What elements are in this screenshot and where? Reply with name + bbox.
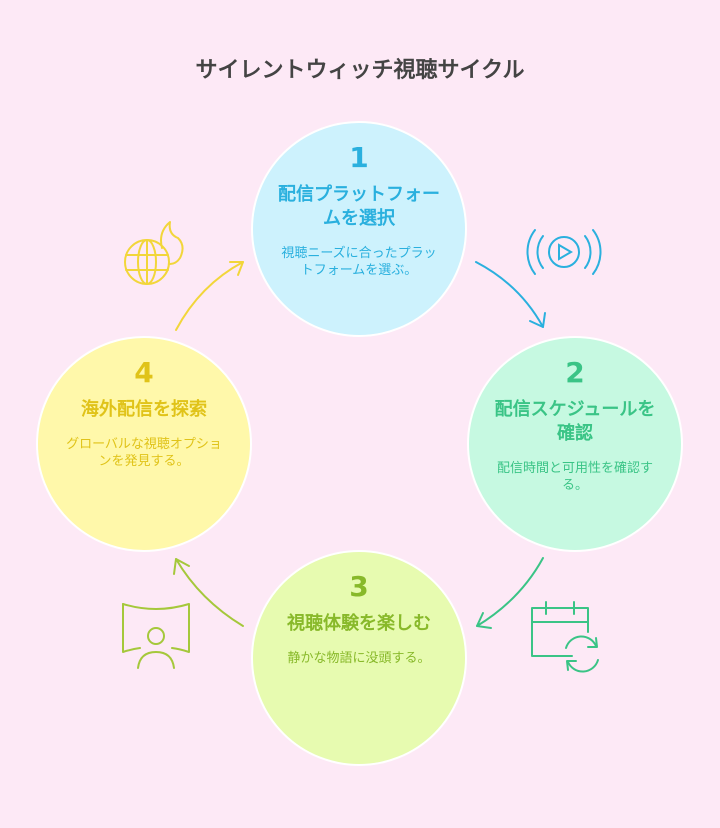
play-signal-icon (526, 229, 602, 275)
step-4-heading: 海外配信を探索 (81, 399, 207, 420)
step-2-description: 配信時間と可用性を確認する。 (496, 461, 653, 493)
globe-fire-icon (124, 221, 184, 285)
step-1-circle: 1 配信プラットフォームを選択 視聴ニーズに合ったプラットフォームを選ぶ。 (251, 121, 467, 337)
step-4-description: グローバルな視聴オプションを発見する。 (66, 437, 222, 469)
step-4-circle: 4 海外配信を探索 グローバルな視聴オプションを発見する。 (36, 336, 252, 552)
step-1-description: 視聴ニーズに合ったプラットフォームを選ぶ。 (281, 246, 437, 278)
step-2-circle: 2 配信スケジュールを確認 配信時間と可用性を確認する。 (467, 336, 683, 552)
step-3-number: 3 (349, 570, 369, 603)
step-4-number: 4 (134, 356, 154, 389)
arrow-4-to-1 (175, 261, 244, 331)
arrow-3-to-4 (173, 558, 244, 627)
step-1-heading: 配信プラットフォームを選択 (278, 184, 440, 229)
page-title: サイレントウィッチ視聴サイクル (195, 58, 525, 83)
step-3-description: 静かな物語に没頭する。 (287, 651, 431, 666)
arrow-2-to-3 (476, 557, 544, 629)
step-2-number: 2 (565, 356, 585, 389)
step-1-number: 1 (349, 141, 369, 174)
step-2-heading: 配信スケジュールを確認 (494, 399, 656, 444)
panorama-viewer-icon (122, 603, 190, 669)
step-3-heading: 視聴体験を楽しむ (287, 613, 431, 634)
calendar-refresh-icon (531, 601, 599, 673)
step-3-circle: 3 視聴体験を楽しむ 静かな物語に没頭する。 (251, 550, 467, 766)
arrow-1-to-2 (475, 261, 546, 328)
